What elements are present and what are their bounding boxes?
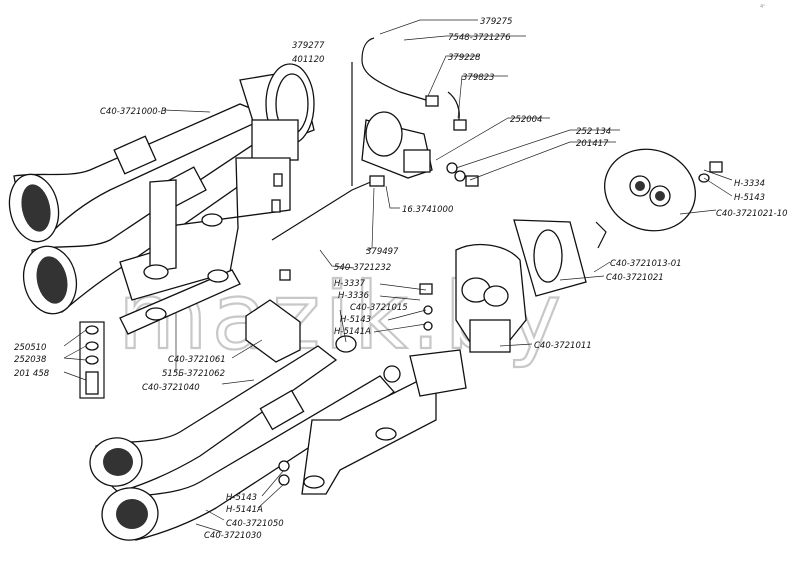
tubes-fittings bbox=[79, 37, 479, 486]
label-379277: 379277 bbox=[292, 41, 325, 51]
label-n-5143-b: Н-5143 bbox=[340, 315, 371, 325]
label-c40-3721030: С40-3721030 bbox=[204, 531, 262, 541]
lower-horn-pair bbox=[89, 299, 467, 541]
label-n-5141a: Н-5141А bbox=[334, 327, 371, 337]
part-labels: 379275 7548-3721276 379277 401120 379228… bbox=[14, 17, 788, 541]
label-252134: 252 134 bbox=[576, 127, 611, 137]
flange-right bbox=[595, 148, 723, 249]
label-n-3337: Н-3337 bbox=[334, 279, 366, 289]
label-252038: 252038 bbox=[14, 355, 47, 365]
label-n-3334: Н-3334 bbox=[734, 179, 765, 189]
label-c40-3721013-01: С40-3721013-01 bbox=[610, 259, 682, 269]
label-379497: 379497 bbox=[366, 247, 399, 257]
label-401120: 401120 bbox=[292, 55, 324, 65]
label-7548-3721276: 7548-3721276 bbox=[448, 33, 511, 43]
label-201417: 201417 bbox=[576, 139, 609, 149]
label-379228: 379228 bbox=[448, 53, 481, 63]
label-c40-3721021-10: С40-3721021-10 bbox=[716, 209, 788, 219]
horn-head-right bbox=[455, 219, 587, 353]
label-c40-3721050: С40-3721050 bbox=[226, 519, 284, 529]
label-540-3721232: 540-3721232 bbox=[334, 263, 391, 273]
label-c40-3721015: С40-3721015 bbox=[350, 303, 408, 313]
label-n-5143-c: Н-5143 bbox=[226, 493, 257, 503]
label-c40-3721000-v: С40-3721000-В bbox=[100, 107, 167, 117]
label-252004: 252004 bbox=[510, 115, 542, 125]
label-c40-3721011: С40-3721011 bbox=[534, 341, 592, 351]
label-16-3741000: 16.3741000 bbox=[402, 205, 453, 215]
label-n-5143-a: Н-5143 bbox=[734, 193, 765, 203]
label-250510: 250510 bbox=[14, 343, 46, 353]
label-n-3336: Н-3336 bbox=[338, 291, 370, 301]
label-379275: 379275 bbox=[480, 17, 512, 27]
label-5155-3721062: 515Б-3721062 bbox=[162, 369, 225, 379]
leader-lines bbox=[63, 19, 733, 533]
label-c40-3721021: С40-3721021 bbox=[606, 273, 664, 283]
label-c40-3721061: С40-3721061 bbox=[168, 355, 226, 365]
label-n-5141a-b: Н-5141А bbox=[226, 505, 263, 515]
valve-unit bbox=[361, 111, 433, 179]
label-379823: 379823 bbox=[462, 73, 494, 83]
label-c40-3721040: С40-3721040 bbox=[142, 383, 200, 393]
label-201458: 201 458 bbox=[14, 369, 50, 379]
corner-mark: 4ᵒ bbox=[760, 4, 765, 10]
upper-horn-pair bbox=[8, 63, 315, 335]
